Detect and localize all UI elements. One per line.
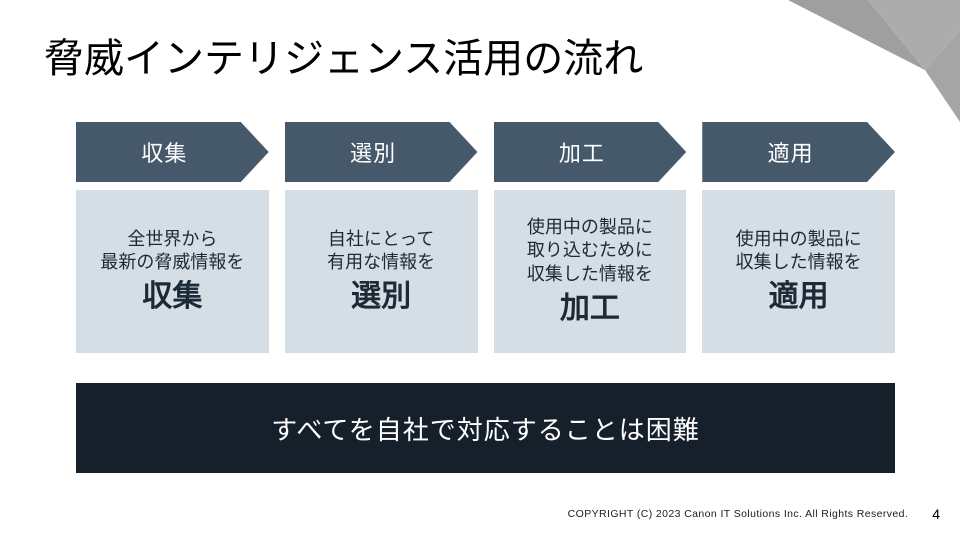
step-arrow-label: 適用: [767, 141, 814, 166]
step-detail-line: 有用な情報を: [327, 252, 436, 273]
step-detail-line: 自社にとって: [327, 228, 435, 249]
process-step-processing: 加工 使用中の製品に 取り込むために 収集した情報を 加工: [493, 122, 687, 353]
copyright-text: COPYRIGHT (C) 2023 Canon IT Solutions In…: [567, 508, 909, 520]
corner-decoration: [788, 0, 960, 122]
page-number: 4: [932, 506, 940, 522]
process-step-selection: 選別 自社にとって 有用な情報を 選別: [284, 122, 478, 353]
step-arrow-processing: 加工: [494, 122, 687, 182]
step-arrow-application: 適用: [702, 122, 895, 182]
process-flow: 収集 全世界から 最新の脅威情報を 収集 選別 自社にとって 有用な情報を 選別…: [76, 122, 895, 353]
step-detail-collection: 全世界から 最新の脅威情報を 収集: [76, 190, 269, 353]
page-title: 脅威インテリジェンス活用の流れ: [44, 37, 644, 81]
step-detail-line: 収集した情報を: [735, 252, 862, 273]
step-keyword: 選別: [351, 280, 412, 313]
step-arrow-collection: 収集: [76, 122, 269, 182]
step-arrow-label: 選別: [350, 141, 397, 166]
step-detail-line: 使用中の製品に: [526, 216, 653, 237]
step-keyword: 加工: [559, 291, 620, 325]
step-detail-processing: 使用中の製品に 取り込むために 収集した情報を 加工: [493, 190, 687, 353]
step-keyword: 収集: [142, 280, 203, 313]
conclusion-banner-text: すべてを自社で対応することは困難: [271, 414, 700, 445]
corner-facet-right: [925, 30, 960, 122]
corner-facet-top: [868, 0, 960, 70]
process-step-application: 適用 使用中の製品に 収集した情報を 適用: [702, 122, 895, 353]
step-detail-line: 取り込むために: [526, 240, 653, 261]
step-detail-selection: 自社にとって 有用な情報を 選別: [284, 190, 478, 353]
step-arrow-label: 加工: [558, 141, 605, 166]
step-keyword: 適用: [768, 280, 829, 313]
step-detail-application: 使用中の製品に 収集した情報を 適用: [702, 190, 895, 353]
corner-facet-left: [788, 0, 925, 70]
step-detail-line: 使用中の製品に: [735, 228, 862, 249]
step-arrow-selection: 選別: [285, 122, 478, 182]
process-step-collection: 収集 全世界から 最新の脅威情報を 収集: [76, 122, 269, 353]
slide-footer: COPYRIGHT (C) 2023 Canon IT Solutions In…: [568, 506, 940, 522]
step-detail-line: 最新の脅威情報を: [100, 252, 245, 273]
step-arrow-label: 収集: [141, 141, 188, 166]
conclusion-banner: すべてを自社で対応することは困難: [76, 383, 895, 473]
step-detail-line: 収集した情報を: [526, 264, 653, 285]
step-detail-line: 全世界から: [127, 228, 218, 249]
